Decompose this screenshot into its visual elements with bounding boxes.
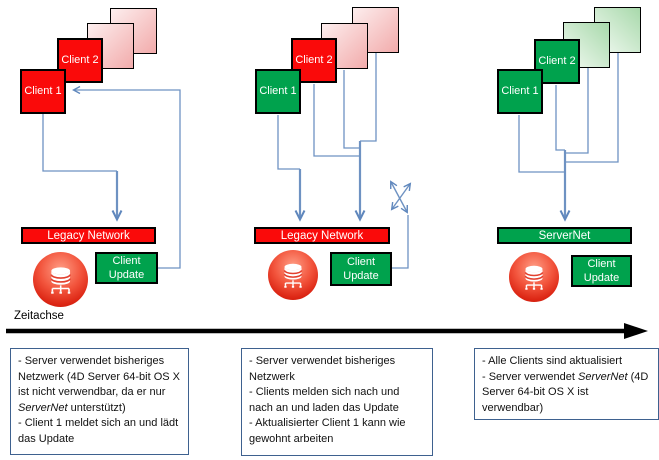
client2-label: Client 2: [295, 53, 333, 66]
network-label: ServerNet: [538, 229, 591, 242]
note-text: - Alle Clients sind aktualisiert - Serve…: [482, 355, 623, 383]
note-text: - Server verwendet bisheriges Netzwerk (…: [18, 355, 184, 398]
note-phase-2: - Server verwendet bisheriges Netzwerk -…: [241, 348, 433, 456]
client-update-box: Client Update: [571, 255, 632, 287]
ghost-client-line: [343, 70, 360, 149]
network-label: Legacy Network: [280, 229, 364, 242]
note-phase-3: - Alle Clients sind aktualisiert - Serve…: [474, 348, 659, 420]
network-bar: ServerNet: [497, 227, 632, 244]
crossed-up-arrows-icon: [391, 182, 407, 212]
client-update-box: Client Update: [330, 252, 392, 286]
client2-label: Client 2: [538, 54, 576, 67]
note-phase-1: - Server verwendet bisheriges Netzwerk (…: [10, 348, 189, 455]
client2-to-network-line: [555, 85, 565, 151]
network-label: Legacy Network: [47, 229, 130, 242]
note-text: - Server verwendet bisheriges Netzwerk -…: [249, 355, 406, 445]
note-text-italic: ServerNet: [577, 370, 628, 383]
client1-to-network-line: [277, 115, 300, 170]
client1-label: Client 1: [501, 84, 539, 97]
client-update-label: Client Update: [583, 257, 620, 284]
client1-box: Client 1: [255, 69, 301, 114]
client1-box: Client 1: [497, 69, 543, 114]
database-network-icon: [33, 252, 88, 307]
client2-to-network-line: [313, 84, 360, 157]
client2-label: Client 2: [61, 53, 99, 66]
timeline-label: Zeitachse: [14, 310, 64, 322]
database-network-icon: [268, 250, 318, 300]
note-text-italic: ServerNet: [18, 401, 68, 414]
client-update-label: Client Update: [108, 254, 145, 281]
network-bar: Legacy Network: [21, 227, 156, 244]
client1-label: Client 1: [259, 84, 297, 97]
client1-label: Client 1: [24, 84, 62, 97]
update-feedback-line: [392, 215, 409, 269]
client1-box: Client 1: [20, 69, 66, 114]
note-text: unterstützt) - Client 1 meldet sich an u…: [18, 401, 179, 445]
client-update-box: Client Update: [95, 252, 158, 284]
note-text: (4D Server 64-bit OS X ist verwendbar): [482, 370, 652, 414]
crossed-up-arrows-icon: [392, 184, 410, 209]
database-network-icon: [509, 252, 559, 302]
client-update-label: Client Update: [343, 255, 379, 282]
client1-to-network-line: [42, 114, 117, 172]
network-bar: Legacy Network: [254, 227, 390, 244]
client1-to-network-line: [518, 115, 565, 173]
